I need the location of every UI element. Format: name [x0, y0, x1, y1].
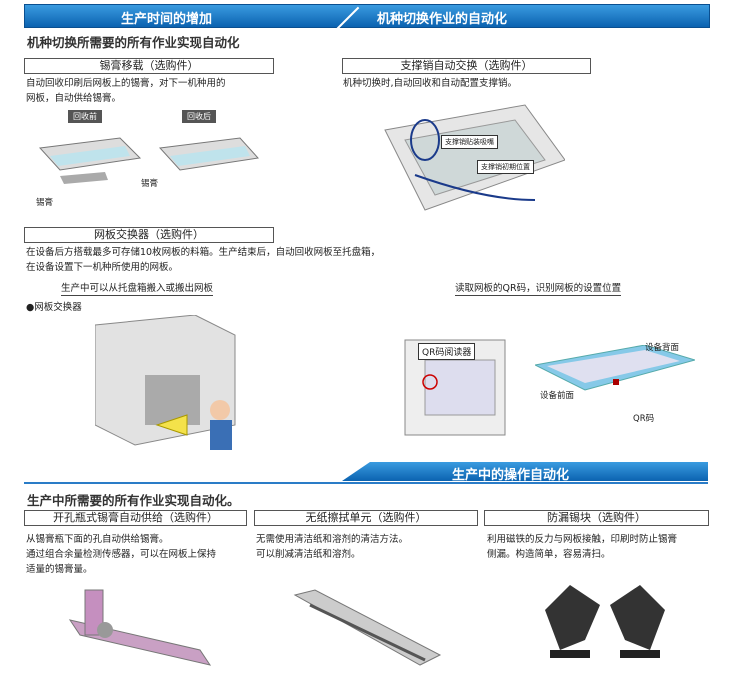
header-left: 生产时间的增加 — [121, 12, 213, 27]
caption-right: 读取网板的QR码，识别网板的设置位置 — [455, 280, 622, 296]
nozzle-tag: 支撑销贴装吸嘴 — [441, 135, 498, 149]
pin-exchange-desc: 机种切换时,自动回收和自动配置支撑销。 — [343, 78, 518, 89]
desc-line: 可以削减清洁纸和溶剂。 — [256, 549, 361, 560]
solder-label-1: 锡膏 — [36, 198, 54, 208]
desc-line: 自动回收印刷后网板上的锡膏，对下一机种用的 — [26, 78, 226, 89]
desc-line: 网板，自动供给锡膏。 — [26, 93, 122, 104]
paperless-wiper-illustration — [293, 589, 442, 666]
item-label: 开孔瓶式锡膏自动供给（选购件） — [24, 510, 247, 526]
solder-transfer-desc: 自动回收印刷后网板上的锡膏，对下一机种用的 网板，自动供给锡膏。 — [26, 76, 226, 106]
item-desc: 无需使用清洁纸和溶剂的清洁方法。 可以削减清洁纸和溶剂。 — [256, 532, 408, 562]
solder-transfer-label: 锡膏移载（选购件） — [24, 58, 274, 74]
section-title: 机种切换所需要的所有作业实现自动化 — [27, 35, 240, 50]
header2-band: 生产中的操作自动化 — [342, 462, 708, 481]
desc-line: 在设备后方搭载最多可存储10枚网板的料箱。生产结束后，自动回收网板至托盘箱， — [26, 247, 381, 258]
pin-exchange-illustration — [384, 104, 565, 211]
solder-label-2: 锡膏 — [141, 179, 159, 189]
desc-line: 侧漏。构造简单，容易清扫。 — [487, 549, 611, 560]
desc-line: 无需使用清洁纸和溶剂的清洁方法。 — [256, 534, 409, 545]
qr-label: QR码 — [633, 414, 655, 424]
header2-bar: 生产中的操作自动化 — [24, 462, 708, 484]
desc-line: 通过组合余量检测传感器，可以在网板上保持 — [26, 549, 217, 560]
front-label: 设备前面 — [540, 391, 575, 401]
divider — [336, 6, 360, 30]
item-label: 无纸擦拭单元（选购件） — [254, 510, 478, 526]
stencil-changer-label: 网板交换器（选购件） — [24, 227, 274, 243]
pin-exchange-label: 支撑销自动交换（选购件） — [342, 58, 591, 74]
item-desc: 从锡膏瓶下面的孔自动供给锡膏。 通过组合余量检测传感器，可以在网板上保持 适量的… — [26, 532, 216, 577]
anti-leak-block-illustration — [545, 585, 665, 658]
bullet-stencil-changer: ●网板交换器 — [26, 302, 82, 313]
stencil-changer-illustration — [95, 315, 236, 450]
section2-title: 生产中所需要的所有作业实现自动化。 — [27, 493, 240, 508]
desc-line: 在设备设置下一机种所使用的网板。 — [26, 262, 179, 273]
stencil-changer-desc: 在设备后方搭载最多可存储10枚网板的料箱。生产结束后，自动回收网板至托盘箱， 在… — [26, 245, 380, 275]
item-desc: 利用磁铁的反力与网板接触，印刷时防止锡膏 侧漏。构造简单，容易清扫。 — [487, 532, 677, 562]
desc-line: 从锡膏瓶下面的孔自动供给锡膏。 — [26, 534, 169, 545]
header-right: 机种切换作业的自动化 — [377, 12, 508, 27]
before-label: 回收前 — [68, 110, 102, 123]
solder-feeder-illustration — [68, 589, 212, 666]
desc-line: 利用磁铁的反力与网板接触，印刷时防止锡膏 — [487, 534, 678, 545]
header-bar: 生产时间的增加 机种切换作业的自动化 — [24, 4, 710, 30]
caption-left: 生产中可以从托盘箱搬入或搬出网板 — [61, 280, 214, 296]
after-label: 回收后 — [182, 110, 216, 123]
qr-reader-tag: QR码阅读器 — [418, 343, 476, 360]
header2-title: 生产中的操作自动化 — [452, 468, 570, 483]
rear-label: 设备背面 — [645, 343, 680, 353]
solder-transfer-illustration — [38, 137, 259, 184]
initial-position-tag: 支撑销初期位置 — [477, 160, 534, 174]
stencil-frame-illustration — [535, 345, 695, 391]
item-label: 防漏锡块（选购件） — [484, 510, 709, 526]
desc-line: 适量的锡膏量。 — [26, 564, 93, 575]
